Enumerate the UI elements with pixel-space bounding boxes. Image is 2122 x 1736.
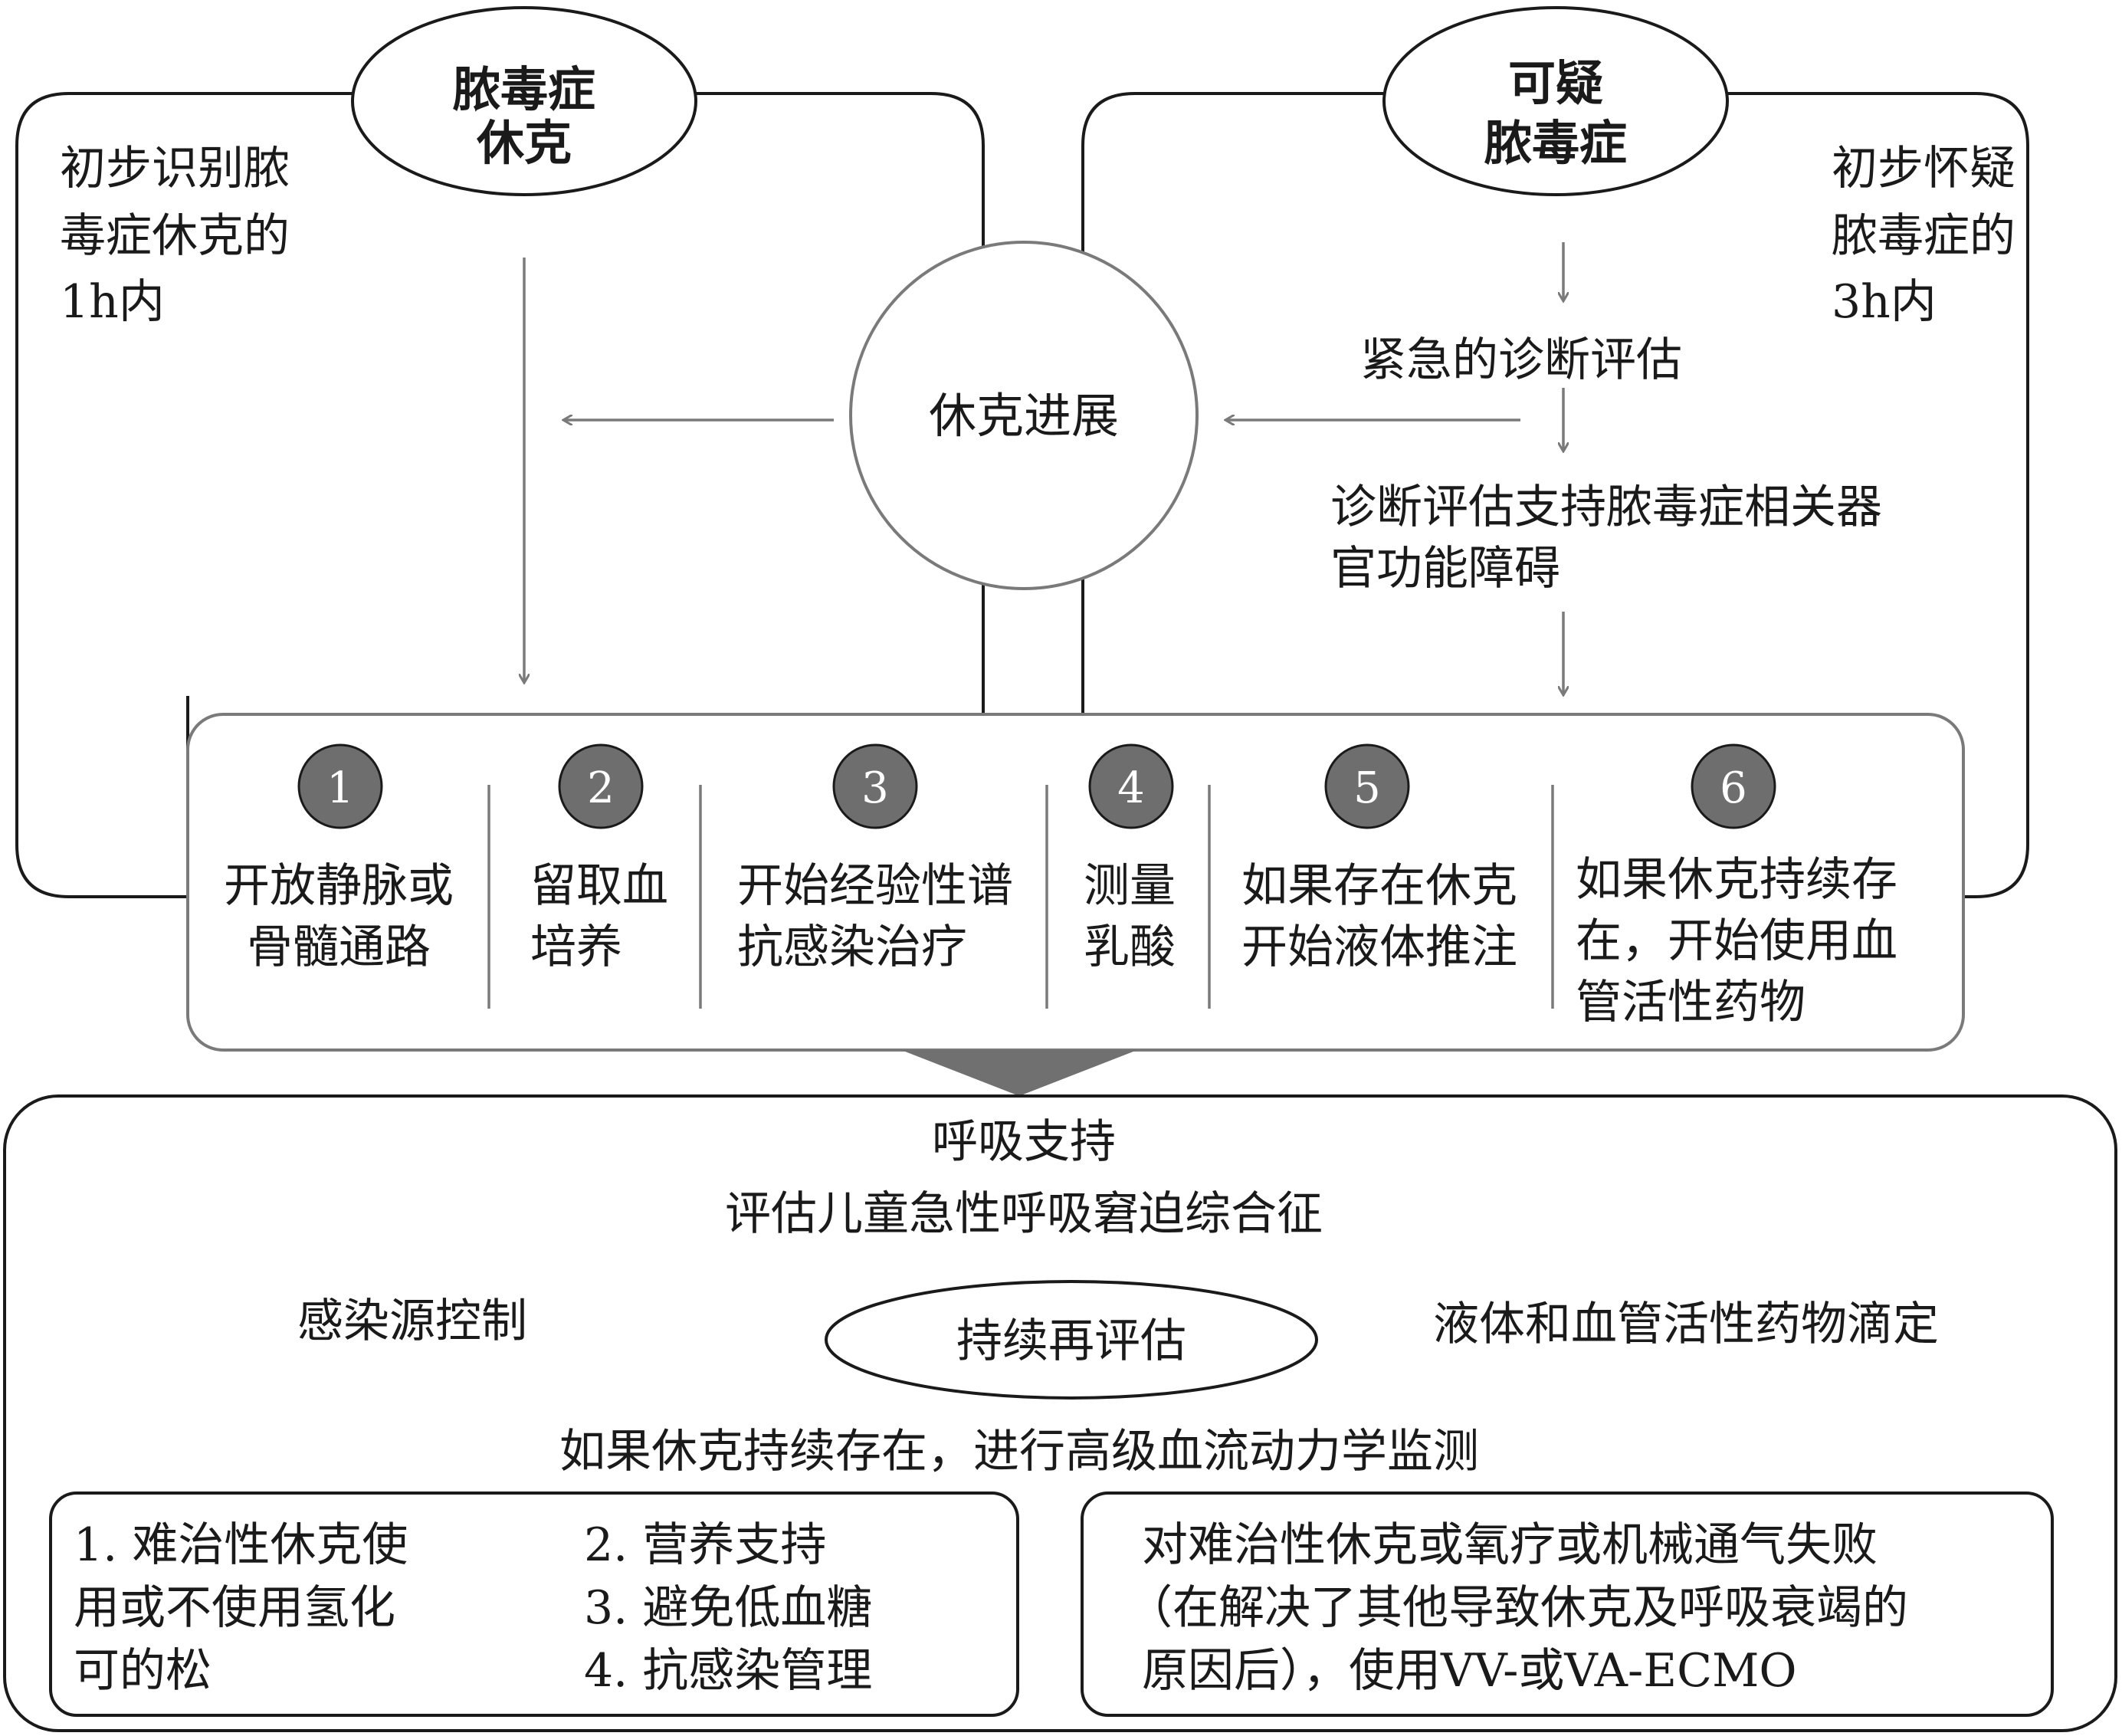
step-5-line: 开始液体推注 (1241, 921, 1517, 974)
step-4-line: 测量 (1084, 859, 1176, 913)
shock-progression-circle (849, 241, 1199, 590)
pards-assessment: 评估儿童急性呼吸窘迫综合征 (725, 1187, 1323, 1241)
left-frame (15, 92, 985, 898)
step-badge-6: 6 (1691, 743, 1776, 829)
left-note-line: 1h内 (60, 275, 165, 329)
adjunct-col2-line: 4. 抗感染管理 (584, 1644, 872, 1698)
ecmo-line: 原因后），使用VV-或VA-ECMO (1142, 1644, 1797, 1698)
adjunct-col1-line: 用或不使用氢化 (74, 1581, 395, 1635)
step-6-line: 管活性药物 (1576, 976, 1806, 1029)
septic-shock-line1: 脓毒症 (452, 61, 595, 117)
suspected-sepsis-line1: 可疑 (1508, 55, 1603, 111)
adjunct-col2-line: 2. 营养支持 (584, 1518, 826, 1572)
management-box (3, 1094, 2117, 1732)
step-3-line: 抗感染治疗 (737, 921, 967, 974)
right-note-line: 3h内 (1832, 275, 1937, 329)
step-5-line: 如果存在休克 (1241, 859, 1517, 913)
step-3-line: 开始经验性谱 (737, 859, 1013, 913)
step-1-line: 开放静脉或 (224, 859, 454, 913)
ecmo-line: 对难治性休克或氧疗或机械通气失败 (1142, 1518, 1878, 1572)
source-control: 感染源控制 (297, 1295, 527, 1348)
continuous-reassessment-ellipse (825, 1280, 1318, 1400)
step-number: 1 (326, 763, 354, 813)
step-badge-4: 4 (1088, 743, 1174, 829)
step-2-line: 留取血 (530, 859, 668, 913)
adjunct-col1-line: 可的松 (74, 1644, 212, 1698)
step-1-line: 骨髓通路 (247, 921, 431, 974)
left-time-note: 初步识别脓 毒症休克的 1h内 (60, 142, 290, 329)
suspected-sepsis-line2: 脓毒症 (1484, 115, 1627, 171)
right-time-note: 初步怀疑 脓毒症的 3h内 (1832, 142, 2015, 329)
step-number: 4 (1117, 763, 1145, 813)
continuous-reassessment: 持续再评估 (956, 1314, 1186, 1368)
step-number: 6 (1720, 763, 1747, 813)
urgent-diagnostic-eval: 紧急的诊断评估 (1360, 333, 1682, 387)
step-2-line: 培养 (530, 921, 622, 974)
step-badge-5: 5 (1324, 743, 1410, 829)
organ-dysfunction-line2: 官功能障碍 (1330, 542, 1560, 596)
step-number: 2 (587, 763, 615, 813)
septic-shock-ellipse (351, 6, 697, 196)
ecmo-box (1081, 1492, 2054, 1717)
septic-shock-line2: 休克 (476, 115, 572, 171)
step-badge-1: 1 (297, 743, 383, 829)
step-badge-3: 3 (832, 743, 918, 829)
step-badge-2: 2 (558, 743, 644, 829)
step-number: 5 (1353, 763, 1381, 813)
left-note-line: 毒症休克的 (60, 209, 290, 263)
step-number: 3 (861, 763, 889, 813)
ecmo-line: （在解决了其他导致休克及呼吸衰竭的 (1127, 1581, 1908, 1635)
right-note-line: 初步怀疑 (1832, 142, 2015, 195)
fluid-vasoactive-titration: 液体和血管活性药物滴定 (1433, 1298, 1939, 1351)
right-note-line: 脓毒症的 (1832, 209, 2015, 263)
left-note-line: 初步识别脓 (60, 142, 290, 195)
shock-progression-label: 休克进展 (929, 388, 1119, 444)
right-frame (1081, 92, 2029, 898)
adjunct-col1-line: 1. 难治性休克使 (74, 1518, 408, 1572)
suspected-sepsis-ellipse (1382, 6, 1729, 196)
step-4-line: 乳酸 (1084, 921, 1176, 974)
down-pointer (901, 1050, 1137, 1096)
organ-dysfunction-line1: 诊断评估支持脓毒症相关器 (1330, 481, 1882, 534)
adjunct-therapies-box (49, 1492, 1019, 1717)
advanced-monitoring: 如果休克持续存在，进行高级血流动力学监测 (559, 1425, 1479, 1478)
adjunct-col2-line: 3. 避免低血糖 (584, 1581, 872, 1635)
step-6-line: 在，开始使用血 (1576, 914, 1897, 968)
step-6-line: 如果休克持续存 (1576, 853, 1897, 907)
respiratory-support: 呼吸支持 (932, 1115, 1116, 1169)
